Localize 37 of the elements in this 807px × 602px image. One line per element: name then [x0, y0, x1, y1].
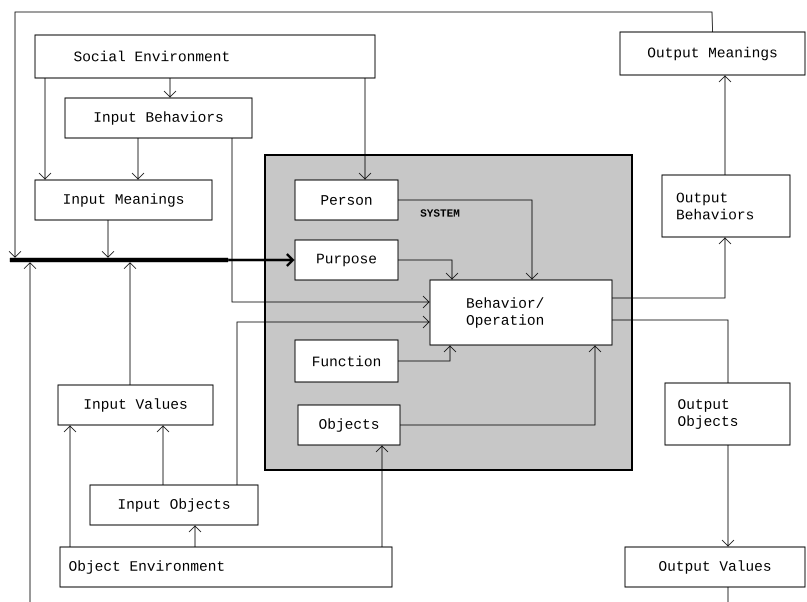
process-box: Person [294, 180, 398, 220]
arrow [398, 345, 456, 362]
process-box: Behavior/ Operation [430, 280, 612, 346]
process-box: Output Values [624, 546, 806, 588]
process-box: Object Environment [60, 546, 392, 588]
arrow [236, 316, 430, 485]
process-box: Output Objects [664, 382, 790, 446]
arrow [228, 253, 295, 267]
process-box: Social Environment [34, 34, 376, 78]
arrow [38, 78, 52, 180]
arrow [8, 12, 713, 258]
arrow [188, 525, 202, 547]
arrow [124, 262, 136, 385]
process-box: Objects [298, 404, 400, 446]
arrow [156, 425, 170, 485]
arrow [132, 138, 144, 180]
arrow [376, 445, 388, 547]
arrow [64, 425, 76, 547]
process-box: Input Behaviors [64, 98, 252, 138]
process-box: Output Behaviors [662, 174, 790, 238]
process-box: Function [294, 340, 398, 382]
process-box: Input Meanings [34, 180, 212, 220]
process-box: Input Values [58, 384, 214, 426]
arrow [232, 138, 430, 308]
arrow [358, 78, 372, 180]
arrow [718, 75, 732, 175]
arrow [102, 220, 114, 258]
arrow [164, 78, 176, 98]
arrow [24, 262, 36, 602]
arrow [612, 237, 732, 298]
arrow [400, 345, 602, 426]
arrow [722, 445, 734, 547]
process-box: Purpose [294, 240, 398, 280]
process-box: Output Meanings [620, 32, 806, 76]
arrow [398, 200, 538, 280]
arrow [398, 260, 458, 280]
process-box: Input Objects [90, 484, 258, 526]
